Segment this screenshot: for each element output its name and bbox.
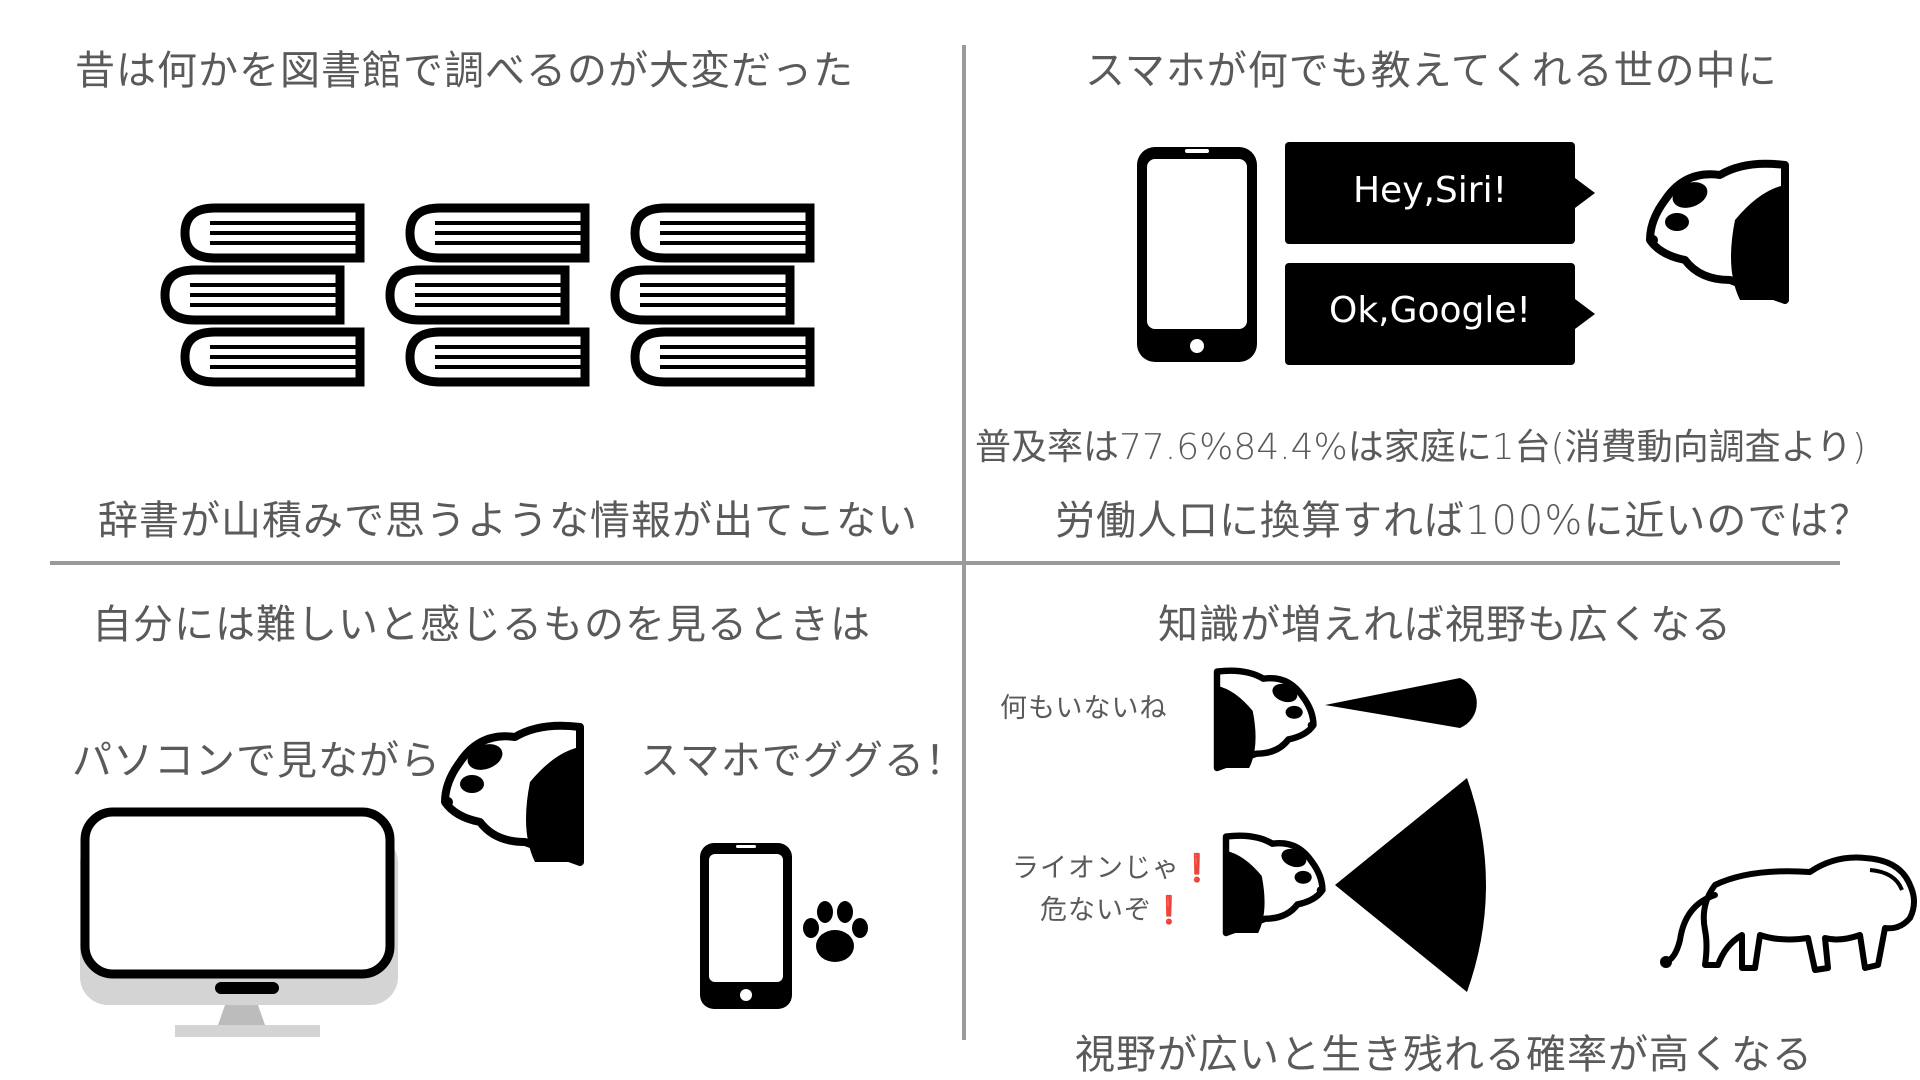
paw-icon <box>803 901 868 962</box>
q3-pc-label: パソコンで見ながら <box>72 738 441 784</box>
panda-head-icon <box>1222 832 1326 937</box>
horizontal-divider <box>50 561 1840 565</box>
books-icon <box>150 200 830 400</box>
lion-icon <box>1660 854 1917 973</box>
q1-caption: 辞書が山積みで思うような情報が出てこない <box>98 498 918 544</box>
panda-head-icon <box>1646 159 1789 304</box>
panda-head-icon <box>441 721 584 866</box>
smartphone-icon <box>1137 147 1257 362</box>
speech-bubble-icon <box>1285 142 1595 244</box>
sight-cone-icon <box>1335 778 1486 992</box>
sight-cone-icon <box>1325 678 1477 728</box>
vertical-divider <box>962 45 966 1040</box>
exclamation-icon: ❗ <box>1152 895 1187 926</box>
speech-bubble-icon <box>1285 263 1595 365</box>
exclamation-icon: ❗ <box>1180 853 1215 884</box>
bubble-siri-label: Hey,Siri! <box>1352 170 1508 211</box>
q2-stat: 普及率は77.6%84.4%は家庭に1台(消費動向調査より) <box>975 427 1867 468</box>
q4-wide-label-text2: 危ないぞ <box>1040 895 1152 926</box>
q4-caption: 視野が広いと生き残れる確率が高くなる <box>1075 1032 1813 1078</box>
q3-phone-label: スマホでググる！ <box>640 738 966 784</box>
q4-wide-label-line1: ライオンじゃ❗ <box>1012 846 1215 885</box>
smartphone-icon <box>700 843 792 1009</box>
q1-title: 昔は何かを図書館で調べるのが大変だった <box>75 48 854 94</box>
q2-caption: 労働人口に換算すれば100%に近いのでは？ <box>1055 498 1871 544</box>
monitor-icon <box>80 807 398 1037</box>
q4-narrow-label: 何もいないね <box>1000 693 1168 724</box>
q2-title: スマホが何でも教えてくれる世の中に <box>1085 48 1778 94</box>
bubble-google-label: Ok,Google! <box>1328 290 1531 331</box>
q4-wide-label-line2: 危ないぞ❗ <box>1040 888 1187 927</box>
q3-title: 自分には難しいと感じるものを見るときは <box>92 602 871 648</box>
q4-title: 知識が増えれば視野も広くなる <box>1158 602 1732 648</box>
q4-wide-label-text1: ライオンじゃ <box>1012 853 1180 884</box>
panda-head-icon <box>1213 667 1317 772</box>
